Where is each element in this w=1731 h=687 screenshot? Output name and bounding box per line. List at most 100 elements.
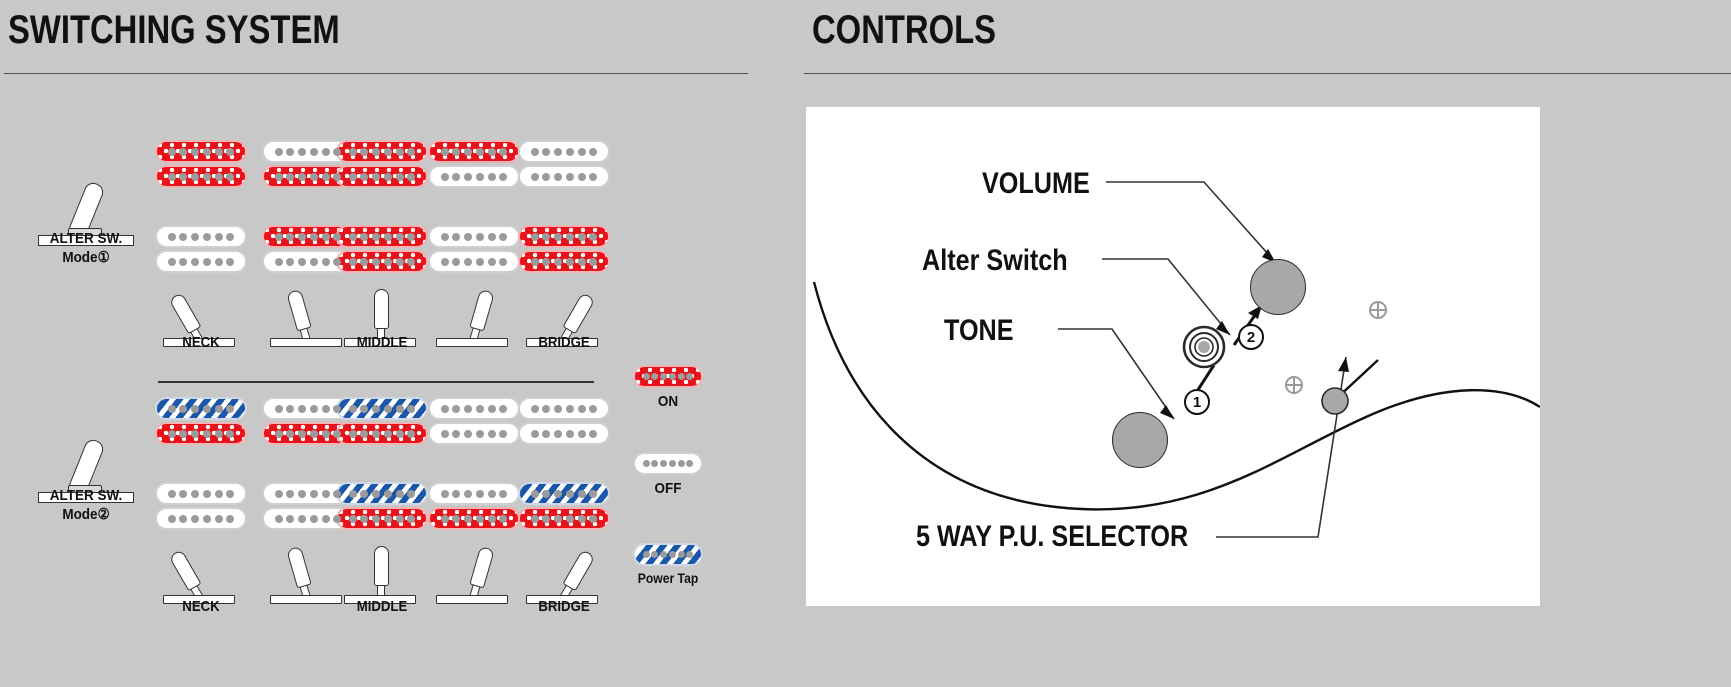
legend-label-tap: Power Tap [637, 571, 699, 586]
pole-piece [202, 404, 211, 413]
five-way-lever-mode2-pos5[interactable] [526, 544, 598, 604]
pole-piece [530, 404, 539, 413]
alter-switch-mode1-graphic[interactable] [38, 168, 134, 246]
five-way-lever-mode1-pos1[interactable] [163, 287, 235, 347]
pole-piece [333, 514, 342, 523]
volume-knob[interactable] [1250, 259, 1306, 315]
pole-piece [577, 257, 586, 266]
pole-piece [589, 257, 598, 266]
pole-piece [179, 257, 188, 266]
pickup-mode1-row1-pos2 [262, 140, 354, 190]
pole-piece [464, 257, 473, 266]
pole-piece [577, 232, 586, 241]
pole-piece [321, 429, 330, 438]
pole-piece [686, 551, 694, 558]
pickup-mode1-row2-pos4 [428, 225, 520, 275]
pickup-coil-on [336, 422, 428, 445]
pole-piece [565, 404, 574, 413]
five-way-lever-mode1-pos2[interactable] [270, 287, 342, 347]
pickup-mode2-row1-pos2 [262, 397, 354, 447]
pole-piece [214, 147, 223, 156]
pole-piece [542, 429, 551, 438]
lever-base-icon [526, 595, 598, 604]
pole-piece [321, 514, 330, 523]
pole-piece [372, 257, 381, 266]
controls-title-rule [804, 73, 1731, 74]
controls-illustration-panel: 1 2 VOLUME Alter Switch TONE 5 WAY P.U. … [806, 107, 1540, 606]
pickup-coil-tap [336, 397, 428, 420]
pole-piece [530, 147, 539, 156]
pole-piece [677, 460, 685, 467]
pole-piece [554, 257, 563, 266]
pole-piece [487, 514, 496, 523]
pole-piece [179, 514, 188, 523]
lever-stem-icon [377, 584, 385, 598]
alter-switch-mode2-label: ALTER SW. Mode② [19, 487, 154, 525]
pole-piece [407, 489, 416, 498]
pole-piece [372, 147, 381, 156]
pole-piece [383, 429, 392, 438]
five-way-lever-mode2-pos3[interactable] [344, 544, 416, 604]
pickup-coil-off [428, 422, 520, 445]
pole-piece [360, 489, 369, 498]
pickup-mode1-row1-pos3 [336, 140, 428, 190]
pickup-coil-off [518, 422, 610, 445]
pole-piece [309, 489, 318, 498]
pole-piece [660, 551, 668, 558]
five-way-lever-mode2-pos1[interactable] [163, 544, 235, 604]
alter-switch-mode2-graphic[interactable] [38, 425, 134, 503]
pickup-coil-on [155, 422, 247, 445]
pole-piece [191, 147, 200, 156]
pickup-coil-off [633, 452, 703, 475]
pole-piece [179, 404, 188, 413]
pole-piece [167, 489, 176, 498]
pole-piece [530, 514, 539, 523]
pole-piece [167, 172, 176, 181]
pole-piece [286, 404, 295, 413]
pickup-coil-off [155, 250, 247, 273]
pole-piece [499, 489, 508, 498]
lever-base-icon [526, 338, 598, 347]
lever-stem-icon [377, 327, 385, 341]
pole-piece [475, 404, 484, 413]
pole-piece [348, 172, 357, 181]
five-way-lever-mode1-pos4[interactable] [436, 287, 508, 347]
pickup-coil-off [155, 507, 247, 530]
five-way-lever-mode1-pos5[interactable] [526, 287, 598, 347]
pickup-coil-off [262, 140, 354, 163]
pickup-coil-off [428, 397, 520, 420]
pole-piece [565, 489, 574, 498]
pole-piece [452, 172, 461, 181]
pole-piece [565, 257, 574, 266]
pole-piece [309, 257, 318, 266]
pole-piece [286, 429, 295, 438]
pickup-coil-on [336, 140, 428, 163]
pole-piece [226, 232, 235, 241]
pole-piece [475, 232, 484, 241]
legend-label-off: OFF [654, 480, 682, 497]
pole-piece [589, 489, 598, 498]
pole-piece [407, 404, 416, 413]
pole-piece [226, 404, 235, 413]
pickup-mode1-row2-pos5 [518, 225, 610, 275]
pole-piece [530, 257, 539, 266]
five-way-lever-mode1-pos3[interactable] [344, 287, 416, 347]
pickup-mode2-row2-pos5 [518, 482, 610, 532]
five-way-lever-mode2-pos2[interactable] [270, 544, 342, 604]
pole-piece [167, 404, 176, 413]
pole-piece [179, 147, 188, 156]
pole-piece [487, 257, 496, 266]
page-title-switching-system: SWITCHING SYSTEM [8, 8, 340, 52]
pole-piece [499, 147, 508, 156]
pole-piece [407, 232, 416, 241]
pole-piece [407, 172, 416, 181]
pole-piece [179, 232, 188, 241]
pole-piece [360, 514, 369, 523]
five-way-lever-mode2-pos4[interactable] [436, 544, 508, 604]
tone-knob[interactable] [1112, 412, 1168, 468]
pole-piece [274, 257, 283, 266]
pole-piece [348, 429, 357, 438]
pole-piece [577, 147, 586, 156]
legend-label-on: ON [657, 393, 679, 410]
